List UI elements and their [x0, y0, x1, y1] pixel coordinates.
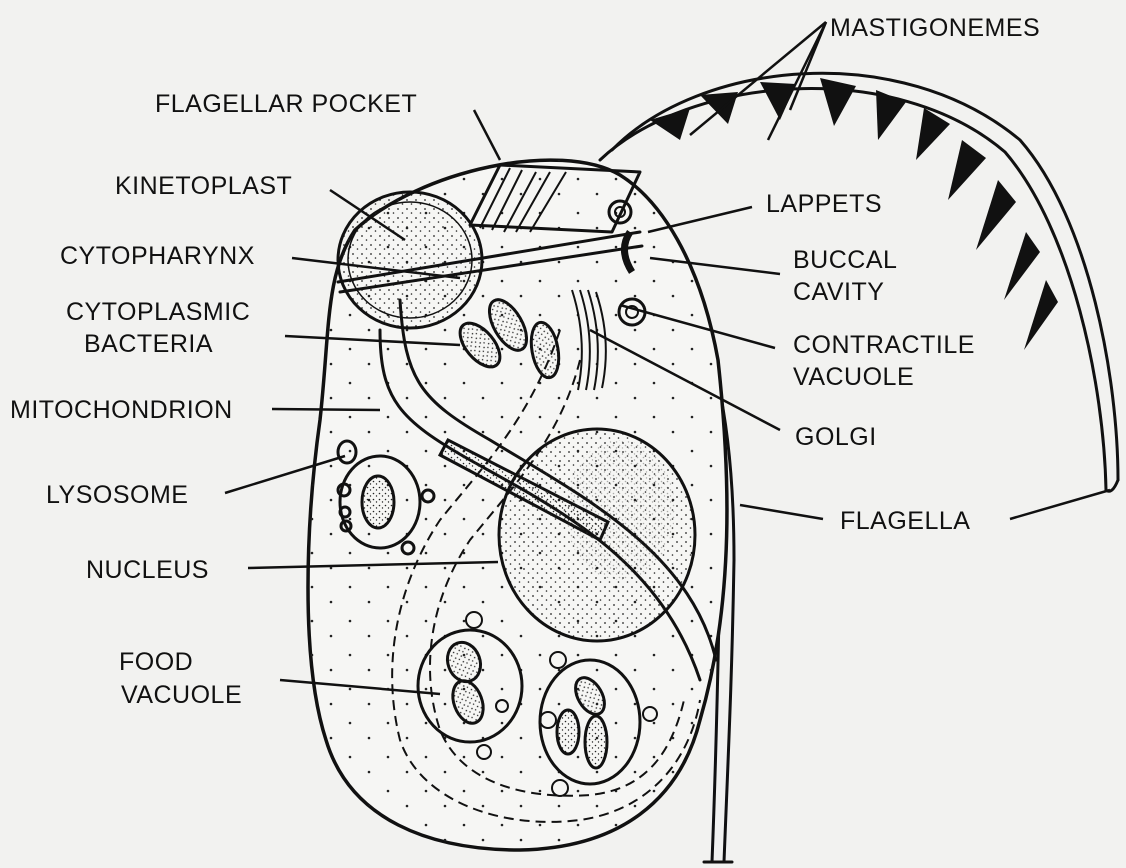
label-kinetoplast: KINETOPLAST — [115, 172, 292, 200]
label-food-vacuole-line2: VACUOLE — [121, 681, 242, 709]
label-cytopharynx: CYTOPHARYNX — [60, 242, 255, 270]
label-contractile-vacuole-line2: VACUOLE — [793, 363, 914, 391]
label-nucleus: NUCLEUS — [86, 556, 209, 584]
label-buccal-cavity-line1: BUCCAL — [793, 246, 897, 274]
label-lysosome: LYSOSOME — [46, 481, 188, 509]
label-mastigonemes: MASTIGONEMES — [830, 14, 1040, 42]
label-contractile-vacuole-line1: CONTRACTILE — [793, 331, 975, 359]
label-flagellar-pocket: FLAGELLAR POCKET — [155, 90, 417, 118]
label-buccal-cavity-line2: CAVITY — [793, 278, 884, 306]
label-mitochondrion: MITOCHONDRION — [10, 396, 233, 424]
label-cytoplasmic-bacteria-line2: BACTERIA — [84, 330, 213, 358]
label-flagella: FLAGELLA — [840, 507, 970, 535]
nucleus — [499, 429, 695, 641]
kinetoplast — [338, 192, 482, 328]
label-lappets: LAPPETS — [766, 190, 882, 218]
label-cytoplasmic-bacteria-line1: CYTOPLASMIC — [66, 298, 250, 326]
label-food-vacuole-line1: FOOD — [119, 648, 193, 676]
label-golgi: GOLGI — [795, 423, 877, 451]
